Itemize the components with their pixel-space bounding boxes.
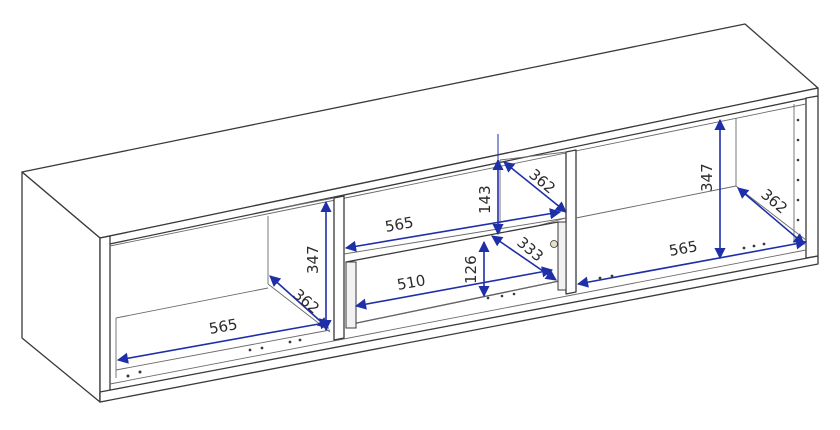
label-center-depth: 362 bbox=[525, 165, 559, 197]
left-drawer-slide bbox=[345, 261, 357, 329]
label-right-depth: 362 bbox=[757, 185, 791, 217]
top-panel bbox=[21, 23, 819, 239]
inner-back-bottom bbox=[115, 287, 269, 319]
label-center-width: 565 bbox=[384, 213, 415, 236]
dim-drawer-depth bbox=[491, 235, 557, 281]
cabinet-body bbox=[21, 23, 819, 403]
drawer-knob bbox=[550, 240, 558, 248]
dim-center-width bbox=[344, 208, 562, 252]
label-drawer-height: 126 bbox=[462, 255, 480, 284]
dim-right-width bbox=[576, 238, 808, 288]
label-center-height: 143 bbox=[476, 185, 494, 214]
dim-left-depth bbox=[269, 275, 329, 329]
inner-back-top bbox=[109, 103, 807, 247]
label-drawer-width: 510 bbox=[396, 271, 427, 294]
left-front-edge bbox=[99, 235, 111, 403]
label-left-height: 347 bbox=[304, 245, 322, 274]
dimension-lines bbox=[116, 118, 808, 364]
dim-center-depth bbox=[503, 161, 567, 213]
dim-right-depth bbox=[737, 187, 805, 245]
right-front-edge bbox=[805, 95, 819, 259]
bottom-front-edge bbox=[99, 255, 819, 403]
label-right-height: 347 bbox=[698, 163, 716, 192]
label-right-width: 565 bbox=[668, 237, 699, 260]
label-left-width: 565 bbox=[208, 315, 239, 338]
right-drawer-slide bbox=[557, 221, 567, 291]
label-left-depth: 362 bbox=[289, 285, 323, 317]
left-divider bbox=[269, 195, 345, 341]
